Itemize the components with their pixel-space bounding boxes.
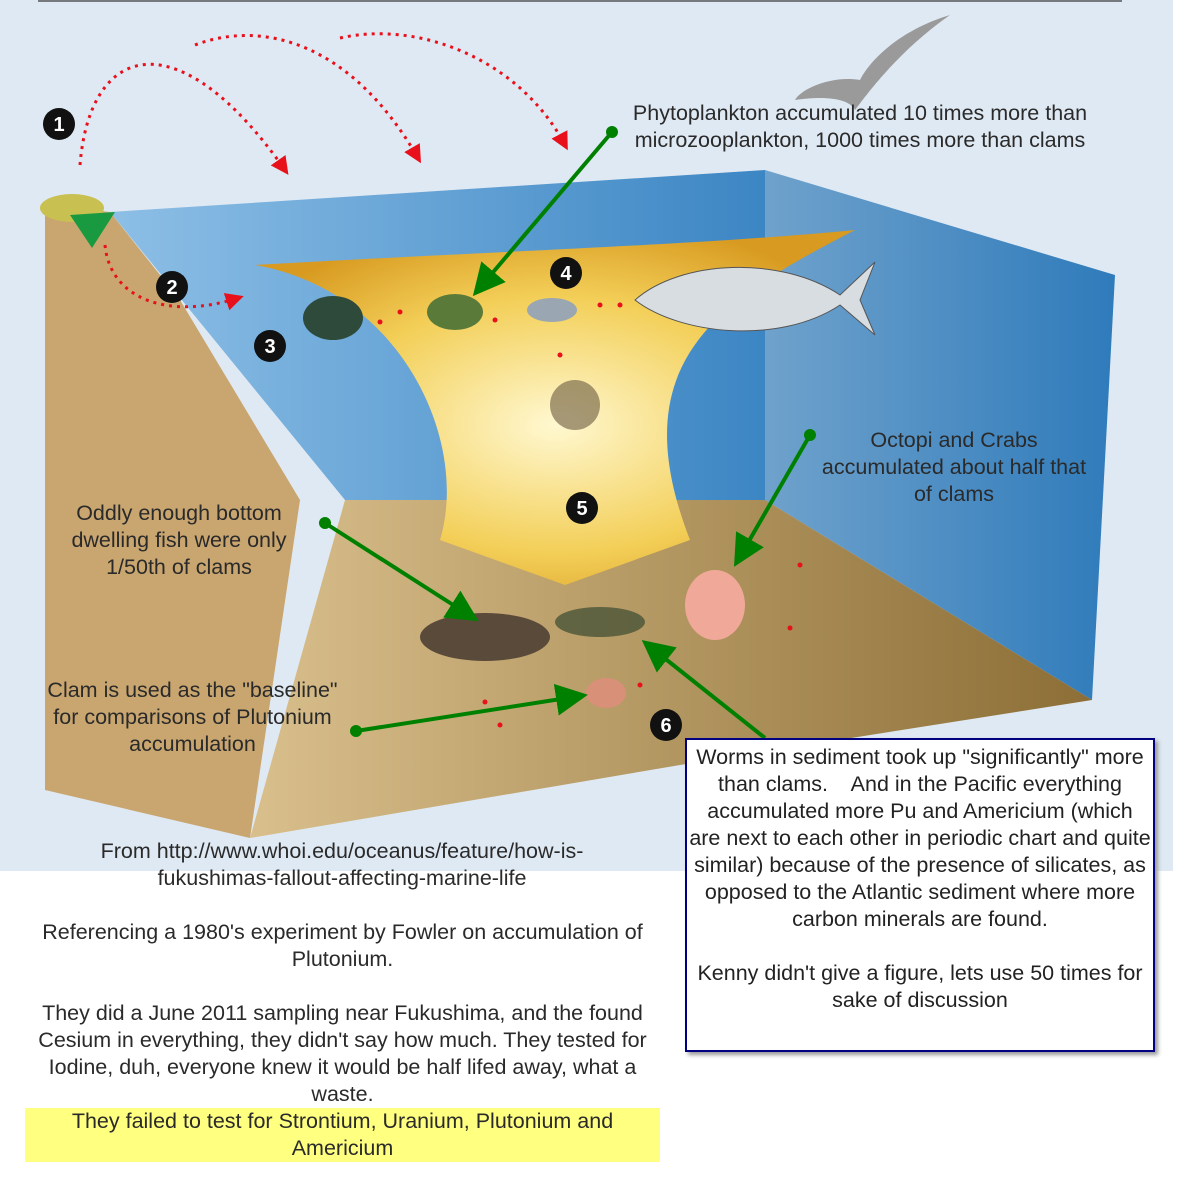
detritus [550,380,600,430]
zooplankton-cluster [427,294,483,330]
svg-text:4: 4 [560,263,572,285]
small-fish [527,298,577,322]
highlighted-text: They failed to test for Strontium, Urani… [25,1108,660,1162]
source-caption: From http://www.whoi.edu/oceanus/feature… [100,839,584,890]
phytoplankton-label: Phytoplankton accumulated 10 times more … [632,101,1088,152]
clam-label: Clam is used as the "baseline" for compa… [47,678,338,756]
reference-caption: Referencing a 1980's experiment by Fowle… [42,920,643,971]
clam [586,678,626,708]
cliff [45,205,300,838]
svg-text:6: 6 [660,715,671,737]
seagull-icon [795,15,950,110]
fallout-arrows [78,32,568,311]
worms-note-box: Worms in sediment took up "significantly… [685,738,1155,1052]
tuna [634,261,876,336]
svg-text:1: 1 [53,114,64,136]
contamination-dots [377,302,803,728]
svg-text:2: 2 [166,277,177,299]
svg-text:3: 3 [264,336,275,358]
bottom-fish-label: Oddly enough bottom dwelling fish were o… [71,501,287,579]
svg-text:5: 5 [576,498,587,520]
worms [555,607,645,637]
number-markers: 1 2 3 4 5 6 [43,108,682,741]
note-paragraph: Worms in sediment took up "significantly… [689,745,1157,931]
note-paragraph: Kenny didn't give a figure, lets use 50 … [697,961,1143,1012]
phytoplankton-cluster [303,296,363,340]
highlight-caption: They failed to test for Strontium, Urani… [15,1108,670,1162]
sampling-caption: They did a June 2011 sampling near Fukus… [38,1001,647,1106]
octopi-crabs-label: Octopi and Crabs accumulated about half … [821,428,1087,506]
callout-arrows [319,126,816,740]
octopus [685,570,745,640]
bottom-fish [420,613,550,661]
